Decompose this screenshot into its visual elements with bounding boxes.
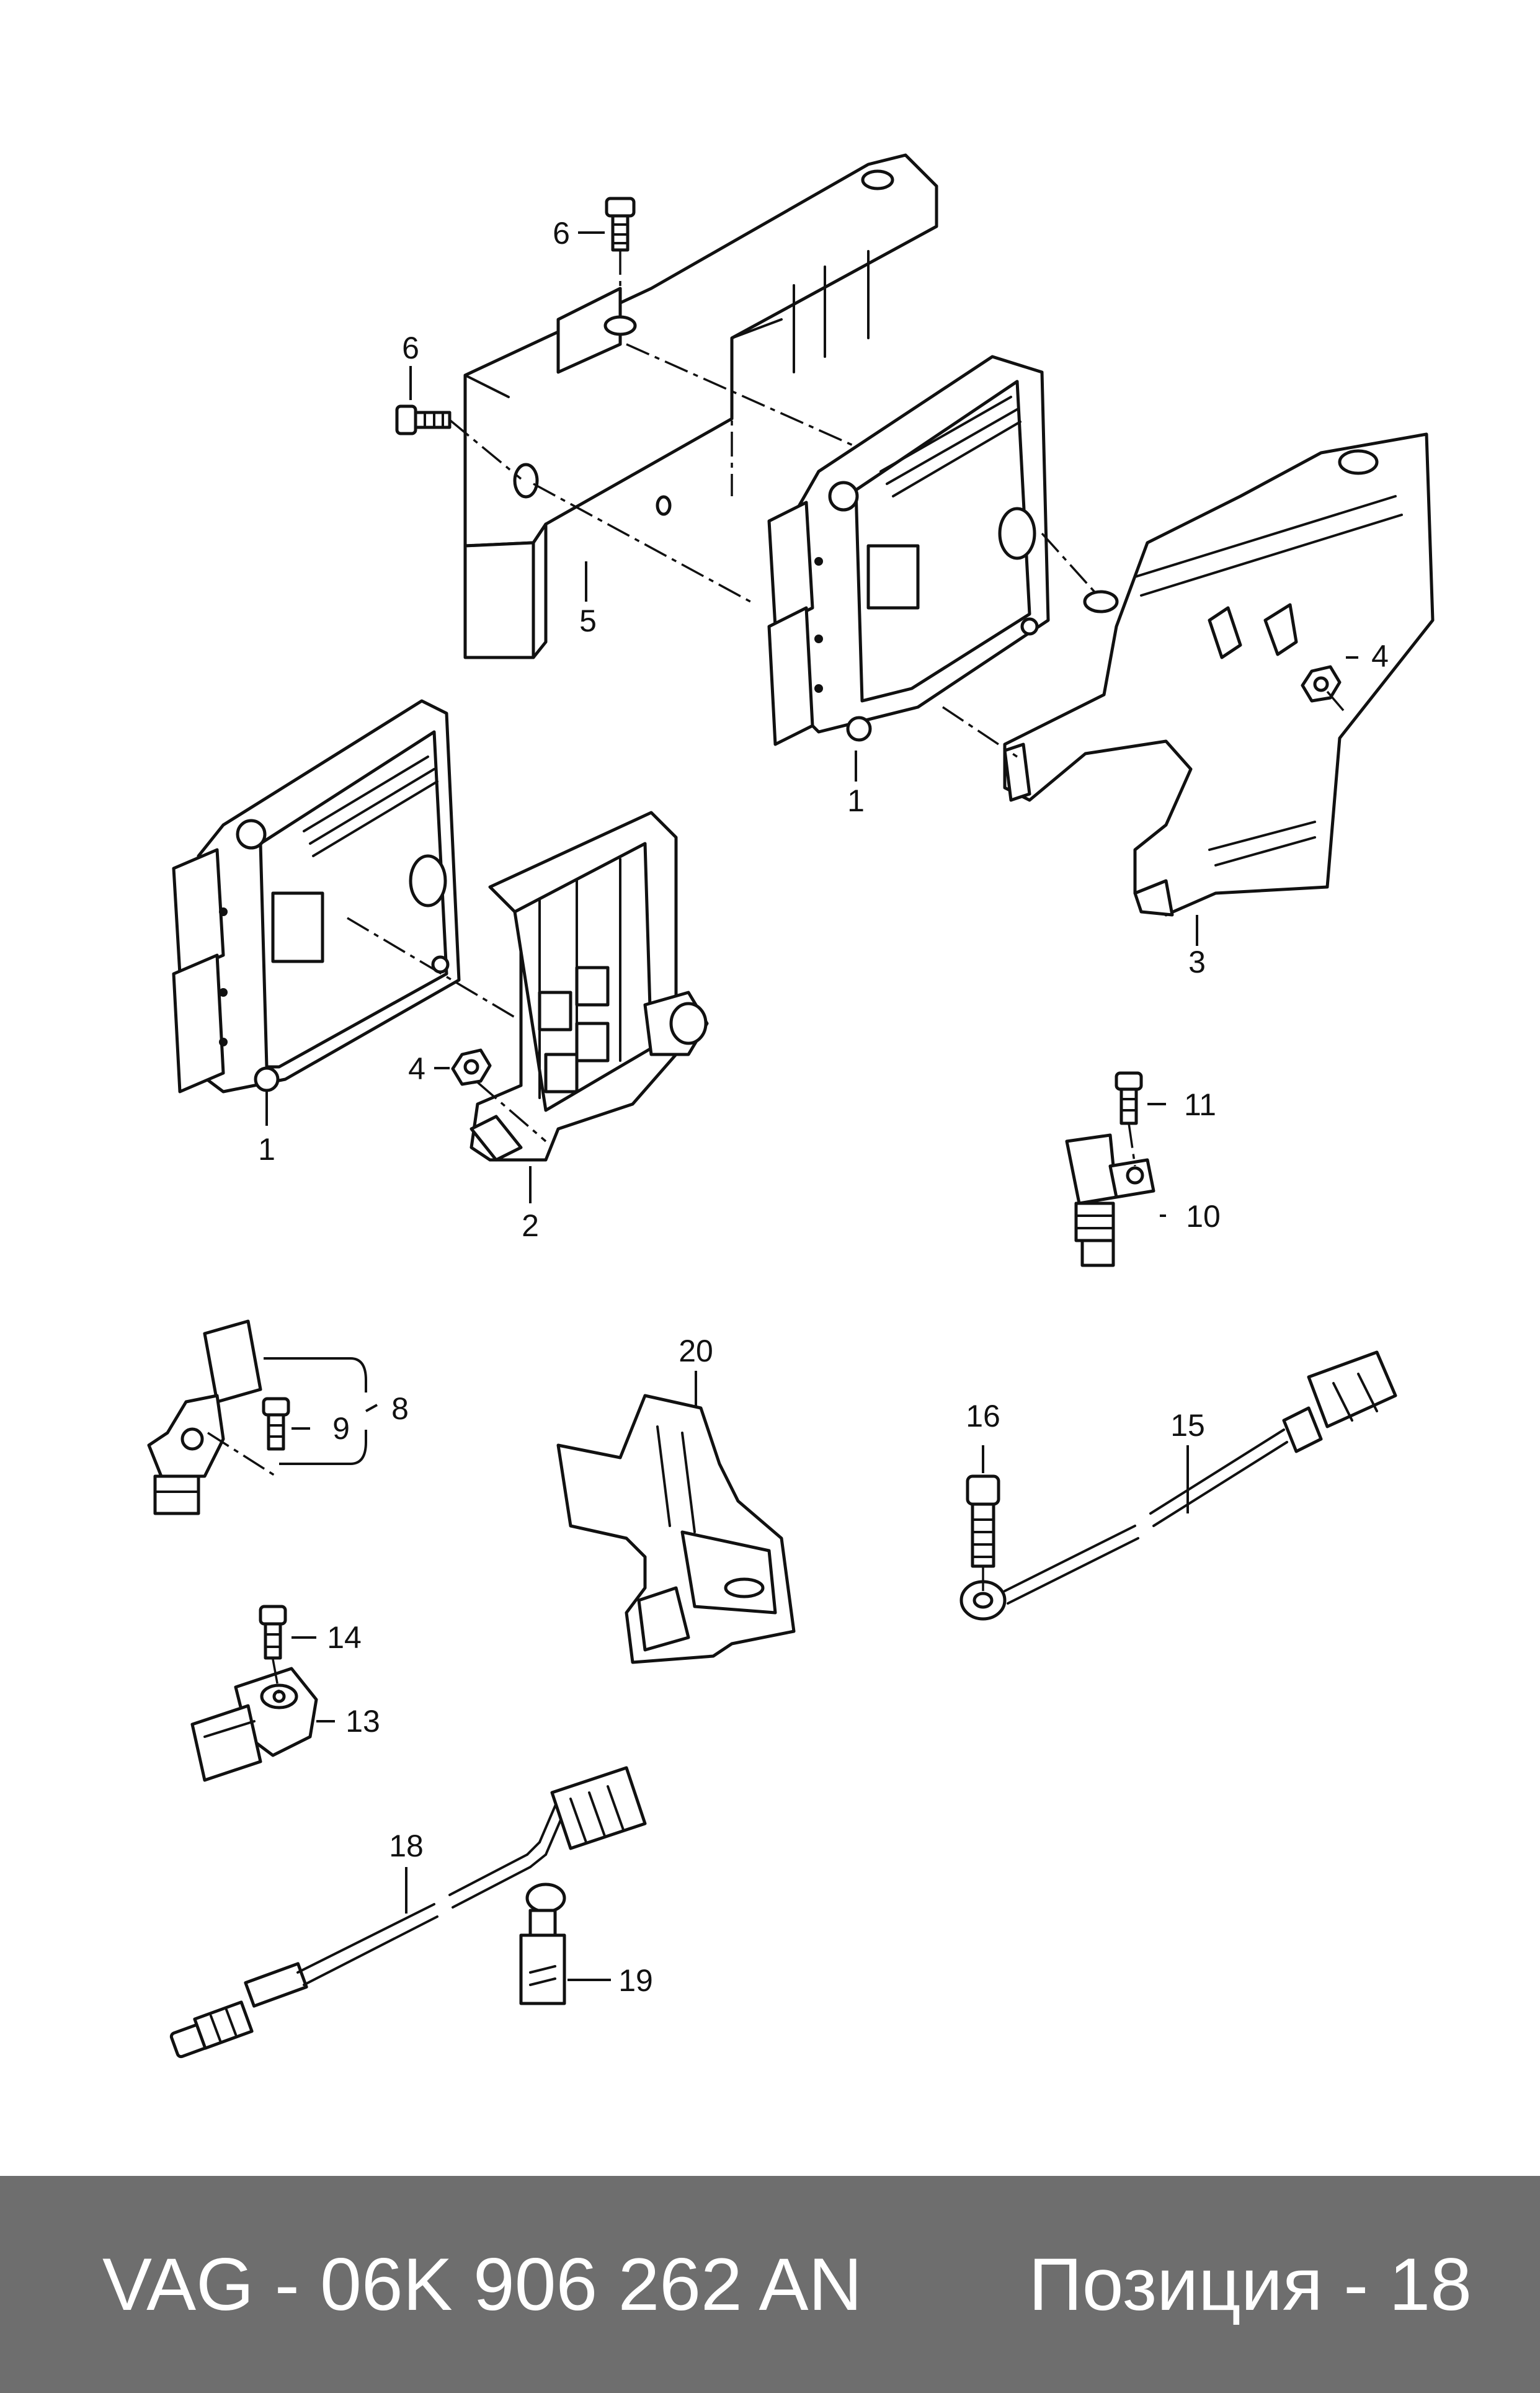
callout-6-left: 6 xyxy=(402,331,419,365)
callout-2: 2 xyxy=(522,1208,539,1243)
callout-16: 16 xyxy=(966,1399,1000,1433)
callout-18: 18 xyxy=(389,1829,424,1863)
part-1-control-unit-top xyxy=(767,355,1050,746)
part-8-sensor xyxy=(147,1319,262,1515)
part-16-bolt xyxy=(966,1474,1000,1568)
parts-diagram: 6 6 5 1 4 3 4 1 2 11 10 8 9 20 16 15 14 … xyxy=(147,153,1435,2059)
part-15-knock-sensor xyxy=(959,1350,1397,1621)
callout-19: 19 xyxy=(618,1963,653,1998)
callout-15: 15 xyxy=(1170,1408,1205,1443)
part-20-bracket xyxy=(556,1394,796,1664)
callout-8: 8 xyxy=(391,1391,409,1426)
callout-6-top: 6 xyxy=(553,216,570,251)
callout-4-left: 4 xyxy=(408,1051,425,1086)
callout-1-lower: 1 xyxy=(258,1132,275,1167)
callout-9: 9 xyxy=(332,1411,350,1446)
callout-1-top: 1 xyxy=(847,783,865,818)
callout-20: 20 xyxy=(679,1334,713,1368)
part-10-sensor xyxy=(1065,1133,1155,1267)
callout-3: 3 xyxy=(1188,945,1206,979)
part-1-control-unit-lower xyxy=(172,699,461,1094)
callout-14: 14 xyxy=(327,1620,362,1655)
part-5-bracket xyxy=(463,153,938,659)
callout-5: 5 xyxy=(579,604,597,638)
part-14-screw xyxy=(259,1605,287,1660)
part-19-clip xyxy=(519,1883,566,2005)
callout-11: 11 xyxy=(1184,1087,1216,1122)
position-label: Позиция - 18 xyxy=(1028,2243,1472,2326)
callout-13: 13 xyxy=(345,1704,380,1739)
part-9-screw xyxy=(262,1397,290,1451)
part-13-knock-sensor xyxy=(190,1667,318,1782)
footer-bar: VAG - 06K 906 262 AN Позиция - 18 xyxy=(0,2176,1540,2393)
callout-10: 10 xyxy=(1186,1199,1221,1234)
part-3-bracket xyxy=(1003,432,1435,917)
part-4-nut-right xyxy=(1301,665,1342,703)
part-6-screw-top xyxy=(605,197,636,252)
assembly-lines xyxy=(207,250,1347,1694)
part-4-nut-left xyxy=(451,1048,492,1086)
part-2-bracket xyxy=(470,811,709,1162)
callout-4-right: 4 xyxy=(1371,639,1389,674)
part-11-screw xyxy=(1115,1071,1143,1125)
callout-labels: 6 6 5 1 4 3 4 1 2 11 10 8 9 20 16 15 14 … xyxy=(258,216,1389,1998)
part-6-screw-left xyxy=(395,404,452,435)
part-18-lambda-probe xyxy=(169,1766,647,2059)
leader-lines xyxy=(264,231,1358,1981)
part-number-label: VAG - 06K 906 262 AN xyxy=(102,2243,863,2326)
